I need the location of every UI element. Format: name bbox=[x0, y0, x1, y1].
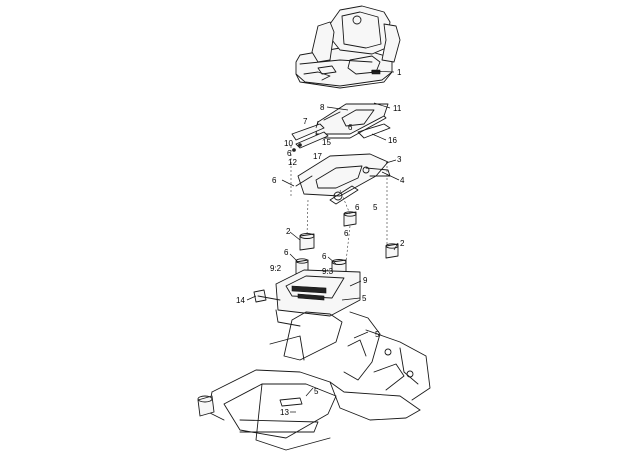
callout-2: 2 bbox=[400, 239, 405, 248]
callout-9-2: 9:2 bbox=[270, 264, 282, 273]
isolators bbox=[295, 211, 399, 275]
callout-6: 6 bbox=[287, 149, 292, 158]
callout-6: 6 bbox=[322, 252, 327, 261]
callout-4: 4 bbox=[400, 176, 405, 185]
callout-6: 6 bbox=[344, 229, 349, 238]
callout-11: 11 bbox=[393, 104, 402, 113]
seat bbox=[295, 5, 401, 89]
callout-5: 5 bbox=[375, 330, 380, 339]
callout-5: 5 bbox=[362, 294, 367, 303]
callout-10: 10 bbox=[284, 139, 293, 148]
callout-9: 9 bbox=[363, 276, 368, 285]
callout-6: 6 bbox=[284, 248, 289, 257]
callout-12: 12 bbox=[288, 158, 297, 167]
callout-14: 14 bbox=[236, 296, 245, 305]
callout-3: 3 bbox=[397, 155, 402, 164]
slide-rails bbox=[291, 123, 391, 152]
callout-13: 13 bbox=[280, 408, 289, 417]
latch bbox=[253, 289, 281, 303]
callout-17: 17 bbox=[313, 152, 322, 161]
callout-5: 5 bbox=[314, 387, 319, 396]
suspension-base bbox=[295, 153, 391, 205]
callout-6: 6 bbox=[355, 203, 360, 212]
callout-15: 15 bbox=[322, 138, 331, 147]
callout-9-3: 9:3 bbox=[322, 267, 334, 276]
callout-6: 6 bbox=[348, 123, 353, 132]
callout-8: 8 bbox=[320, 103, 325, 112]
callout-1: 1 bbox=[397, 68, 402, 77]
callout-5: 5 bbox=[373, 203, 378, 212]
leader-lines bbox=[246, 70, 400, 413]
callouts: 1 2 2 3 4 5 5 5 5 6 6 6 6 6 6 6 7 8 9 9:… bbox=[236, 68, 405, 417]
callout-6: 6 bbox=[272, 176, 277, 185]
alignment-lines bbox=[290, 146, 388, 263]
mower-frame bbox=[197, 311, 431, 451]
decal-panel bbox=[275, 269, 361, 327]
callout-2: 2 bbox=[286, 227, 291, 236]
callout-7: 7 bbox=[303, 117, 308, 126]
callout-16: 16 bbox=[388, 136, 397, 145]
